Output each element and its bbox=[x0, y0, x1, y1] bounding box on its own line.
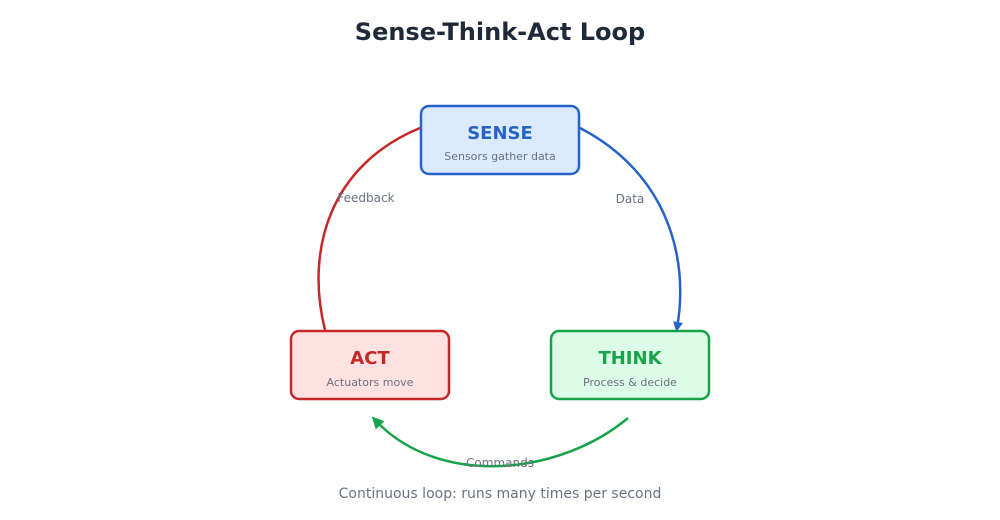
diagram-caption: Continuous loop: runs many times per sec… bbox=[339, 486, 662, 502]
node-act-box bbox=[289, 329, 451, 401]
node-sense-box bbox=[419, 104, 581, 176]
node-think-label: THINK bbox=[598, 348, 662, 369]
edge-commands-label: Commands bbox=[466, 456, 534, 470]
edge-feedback-label: Feedback bbox=[337, 191, 394, 205]
node-think-box bbox=[549, 329, 711, 401]
node-sense-subtitle: Sensors gather data bbox=[444, 150, 556, 163]
diagram-title: Sense-Think-Act Loop bbox=[355, 18, 645, 46]
node-act-subtitle: Actuators move bbox=[327, 376, 414, 389]
node-sense: SENSE Sensors gather data bbox=[419, 104, 581, 176]
node-sense-label: SENSE bbox=[467, 123, 533, 144]
edge-data-label: Data bbox=[616, 192, 645, 206]
node-act: ACT Actuators move bbox=[289, 329, 451, 401]
edge-commands-arrow bbox=[371, 416, 629, 468]
node-act-label: ACT bbox=[350, 348, 390, 369]
edge-feedback-arrow bbox=[317, 126, 421, 331]
edge-data-arrow bbox=[579, 126, 683, 332]
node-think: THINK Process & decide bbox=[549, 329, 711, 401]
node-think-subtitle: Process & decide bbox=[583, 376, 677, 389]
